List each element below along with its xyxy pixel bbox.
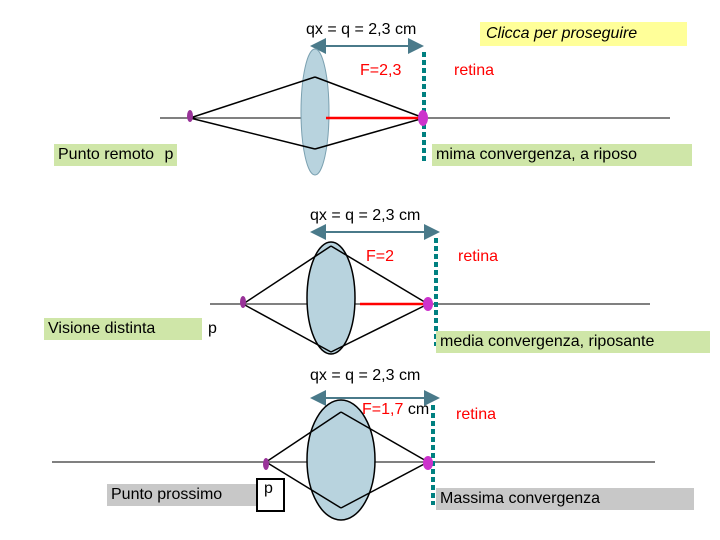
object-point: [263, 458, 269, 470]
caption-label: media convergenza, riposante: [436, 331, 710, 353]
lens-medium: [306, 241, 356, 355]
ray-lower-refracted: [340, 461, 429, 509]
ray-upper-refracted: [314, 76, 425, 119]
panel-far-point: [160, 38, 670, 176]
continue-button[interactable]: Clicca per proseguire: [480, 22, 687, 46]
retina-label: retina: [456, 406, 497, 423]
distance-label: qx = q = 2,3 cm: [310, 207, 421, 224]
object-point: [240, 296, 246, 308]
focal-length-label: F=1,7 cm: [362, 401, 429, 419]
object-point: [187, 110, 193, 122]
ray-lower-refracted: [314, 117, 425, 150]
point-label: Visione distinta: [44, 318, 202, 340]
focal-unit: cm: [407, 401, 430, 418]
caption-label: mima convergenza, a riposo: [432, 144, 692, 166]
ray-upper: [242, 245, 332, 305]
ray-upper: [189, 76, 316, 119]
ray-upper: [265, 411, 342, 463]
p-label: p: [256, 478, 285, 512]
point-label: Punto prossimo: [107, 484, 260, 506]
distance-label: qx = q = 2,3 cm: [310, 367, 421, 384]
focus-point: [418, 110, 428, 126]
focus-point: [423, 456, 433, 470]
point-label-text: Punto remoto: [58, 146, 155, 163]
panel-distinct-vision: [210, 224, 650, 355]
focus-point: [423, 297, 433, 311]
panel-near-point: [52, 390, 655, 521]
ray-lower: [265, 461, 342, 509]
lens-accommodated: [306, 399, 376, 521]
caption-label: Massima convergenza: [436, 488, 694, 510]
ray-upper-refracted: [340, 411, 429, 463]
p-label: p: [208, 320, 217, 337]
ray-lower-refracted: [330, 303, 429, 353]
point-label: Punto remoto p: [54, 144, 178, 166]
focal-length-label: F=2,3: [360, 62, 402, 79]
lens-relaxed: [300, 48, 330, 176]
ray-upper-refracted: [330, 245, 429, 305]
focal-value: F=1,7: [362, 401, 404, 418]
ray-lower: [189, 117, 316, 150]
distance-label: qx = q = 2,3 cm: [306, 21, 417, 38]
retina-label: retina: [454, 62, 495, 79]
retina-label: retina: [458, 248, 499, 265]
p-label: p: [164, 146, 174, 163]
ray-lower: [242, 303, 332, 353]
focal-length-label: F=2: [366, 248, 395, 265]
